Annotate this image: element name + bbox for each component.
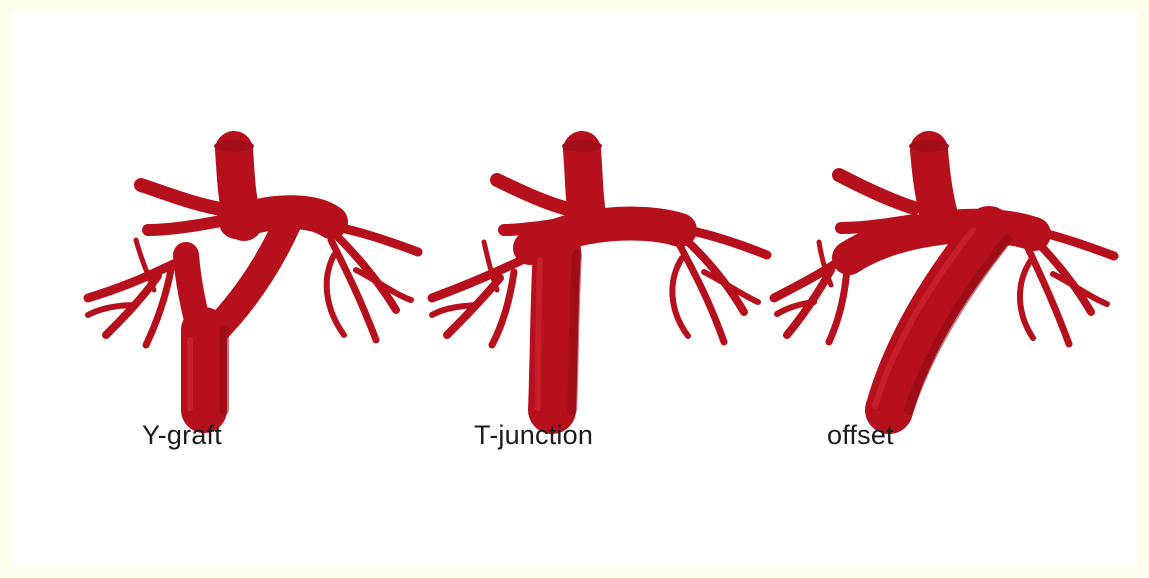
- t-junction-caption: T-junction: [474, 420, 593, 451]
- y-graft-vessel-model: [76, 130, 426, 420]
- offset-vessel-model: [769, 130, 1119, 420]
- offset-caption: offset: [827, 420, 894, 451]
- left-branch-vessels: [88, 240, 186, 345]
- left-branch-vessels: [432, 242, 522, 345]
- right-branch-vessels: [326, 225, 418, 340]
- y-graft-caption: Y-graft: [142, 420, 222, 451]
- t-junction-vessel-model: [422, 130, 772, 420]
- figure-panel: Y-graft: [12, 12, 1137, 566]
- t-junction-vessel-illustration: [422, 130, 772, 420]
- y-graft-vessel-illustration: [76, 130, 426, 420]
- offset-vessel-illustration: [769, 130, 1119, 420]
